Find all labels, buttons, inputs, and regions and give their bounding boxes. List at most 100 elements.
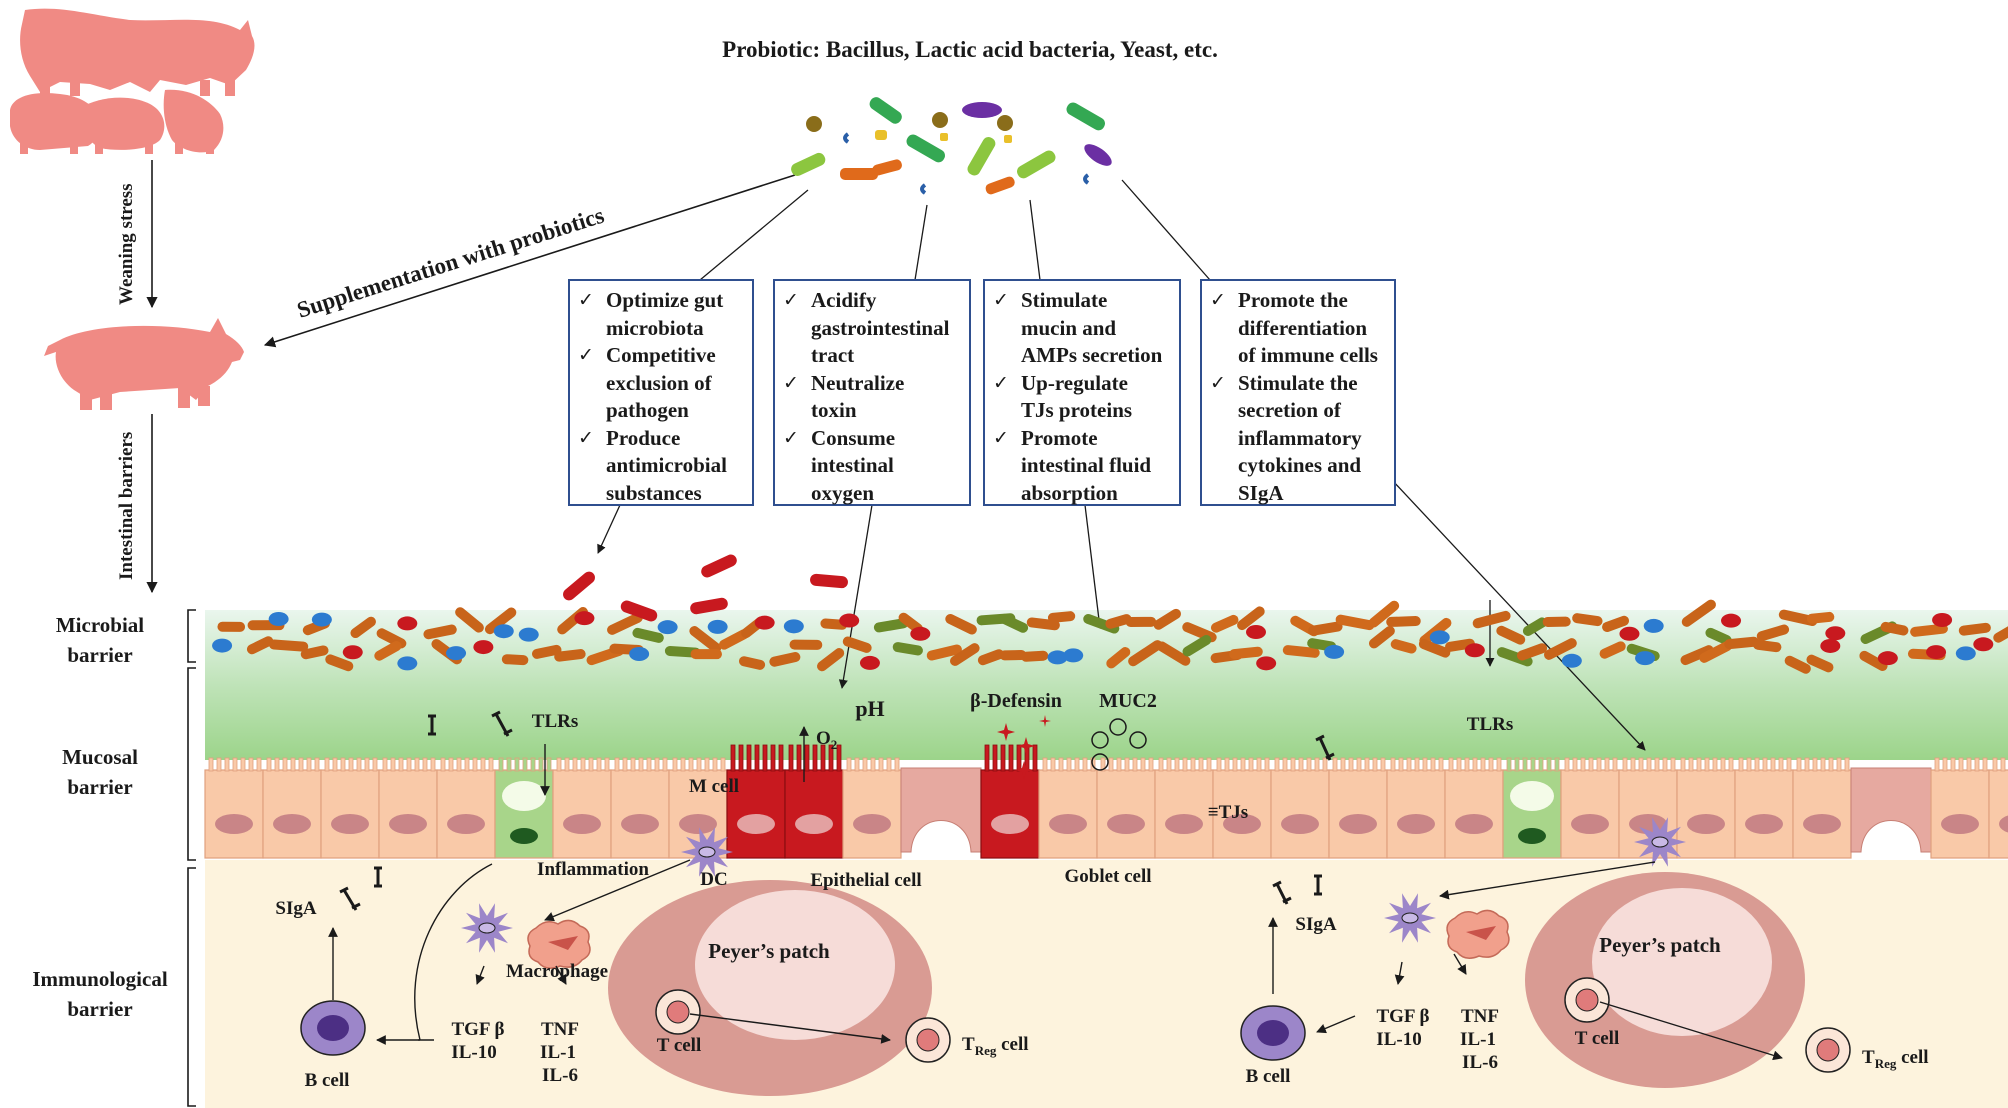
microvillus bbox=[1380, 757, 1386, 772]
microbe-coccus bbox=[1429, 630, 1450, 645]
microbe-rod bbox=[1756, 624, 1790, 642]
microbe-rod bbox=[817, 648, 845, 672]
microbe-coccus bbox=[1063, 648, 1084, 663]
nucleus bbox=[1803, 814, 1841, 834]
microvillus bbox=[398, 757, 404, 772]
nucleus bbox=[1687, 814, 1725, 834]
bcell-left-label: B cell bbox=[305, 1070, 350, 1091]
nucleus bbox=[1397, 814, 1435, 834]
microvillus bbox=[1198, 757, 1204, 772]
box3-arrow bbox=[1084, 504, 1104, 629]
microbe-rod bbox=[1724, 636, 1759, 650]
microvillus bbox=[1804, 757, 1810, 772]
microbe-rod bbox=[1784, 655, 1811, 674]
epithelial-layer bbox=[204, 744, 2008, 859]
nucleus bbox=[795, 814, 833, 834]
mechanism-item-line: Promote the bbox=[1238, 288, 1348, 312]
mechanism-item-line: of immune cells bbox=[1238, 343, 1378, 367]
microbe-rod bbox=[350, 616, 376, 639]
microvillus bbox=[1580, 757, 1586, 772]
microbe-coccus bbox=[1561, 653, 1582, 668]
microvillus bbox=[1140, 757, 1146, 772]
goblet-label: Goblet cell bbox=[1064, 866, 1151, 887]
mechanism-item-line: Produce bbox=[606, 425, 681, 450]
microvillus bbox=[992, 744, 998, 772]
microbe-rod bbox=[690, 649, 722, 660]
microvillus bbox=[1950, 757, 1956, 772]
microbe-rod bbox=[1806, 611, 1835, 624]
pathogen-rod bbox=[620, 600, 658, 622]
intestinal-barriers-label: Intestinal barriers bbox=[116, 432, 137, 580]
nucleus bbox=[853, 814, 891, 834]
microvillus bbox=[1728, 757, 1734, 772]
microvillus bbox=[1522, 757, 1528, 772]
microvillus bbox=[382, 757, 388, 772]
microbe-rod bbox=[1390, 639, 1417, 654]
mechanism-item-line: pathogen bbox=[606, 398, 689, 422]
microbe-rod bbox=[1047, 611, 1076, 623]
microvillus bbox=[216, 757, 222, 772]
microbe-rod bbox=[1472, 610, 1511, 629]
microvillus bbox=[1554, 757, 1560, 772]
mac-to-tnf-right bbox=[1453, 953, 1467, 975]
microvillus bbox=[256, 757, 262, 772]
microvillus bbox=[1754, 757, 1760, 772]
microvillus bbox=[762, 744, 768, 772]
microbe-rod bbox=[484, 607, 517, 635]
microbe-rod bbox=[1599, 641, 1626, 659]
nucleus bbox=[389, 814, 427, 834]
microvillus bbox=[1670, 757, 1676, 772]
mechanism-box-1: Optimize gutmicrobiotaCompetitiveexclusi… bbox=[568, 279, 754, 506]
microbe-rod bbox=[1021, 650, 1049, 662]
microbe-rod bbox=[1993, 618, 2008, 643]
microvillus bbox=[1232, 757, 1238, 772]
microbe-rod bbox=[999, 613, 1029, 633]
microvillus bbox=[812, 744, 818, 772]
microbe-rod bbox=[1308, 621, 1343, 636]
microvillus bbox=[1282, 757, 1288, 772]
microvillus bbox=[2000, 757, 2006, 772]
siga-left-label: SIgA bbox=[275, 898, 316, 919]
microbe-rod bbox=[1958, 622, 1991, 636]
microbe-rod bbox=[926, 644, 962, 661]
microvillus bbox=[1974, 757, 1980, 772]
mucin-vesicle bbox=[502, 781, 546, 811]
microbe-coccus bbox=[859, 655, 880, 670]
microvillus bbox=[1340, 757, 1346, 772]
microvillus bbox=[1630, 757, 1636, 772]
mechanism-item-line: Promote bbox=[1021, 425, 1098, 450]
microvillus bbox=[1654, 757, 1660, 772]
microvillus bbox=[406, 757, 412, 772]
microvillus bbox=[778, 744, 784, 772]
mechanism-item-line: exclusion of bbox=[606, 370, 712, 395]
microbe-rod bbox=[1182, 634, 1212, 657]
microbe-coccus bbox=[311, 612, 332, 627]
peyers-patch-right bbox=[1525, 872, 1805, 1088]
mechanism-item-line: Stimulate the bbox=[1238, 370, 1358, 395]
microbe-rod bbox=[1602, 615, 1630, 632]
dc-nucleus bbox=[1651, 836, 1669, 848]
pathogen-rod bbox=[701, 554, 737, 578]
microvillus bbox=[1958, 757, 1964, 772]
microbe-rod bbox=[1517, 643, 1548, 661]
microbe-rod bbox=[531, 644, 562, 659]
nucleus bbox=[1165, 814, 1203, 834]
microvillus bbox=[796, 744, 802, 772]
microbe-rod bbox=[217, 621, 246, 632]
microbe-coccus bbox=[1820, 638, 1841, 653]
microvillus bbox=[1546, 757, 1552, 772]
microbe-coccus bbox=[1973, 637, 1994, 652]
microvillus bbox=[738, 744, 744, 772]
microvillus bbox=[1488, 757, 1494, 772]
peyers-right-label: Peyer’s patch bbox=[1599, 933, 1721, 957]
mechanism-item-line: microbiota bbox=[606, 315, 704, 340]
microbial-label-2: barrier bbox=[67, 643, 132, 667]
microvillus bbox=[1000, 744, 1006, 772]
treg-cell-left bbox=[905, 1017, 951, 1063]
epithelial-cell bbox=[436, 769, 496, 859]
microvillus bbox=[1934, 757, 1940, 772]
microvillus bbox=[1100, 757, 1106, 772]
